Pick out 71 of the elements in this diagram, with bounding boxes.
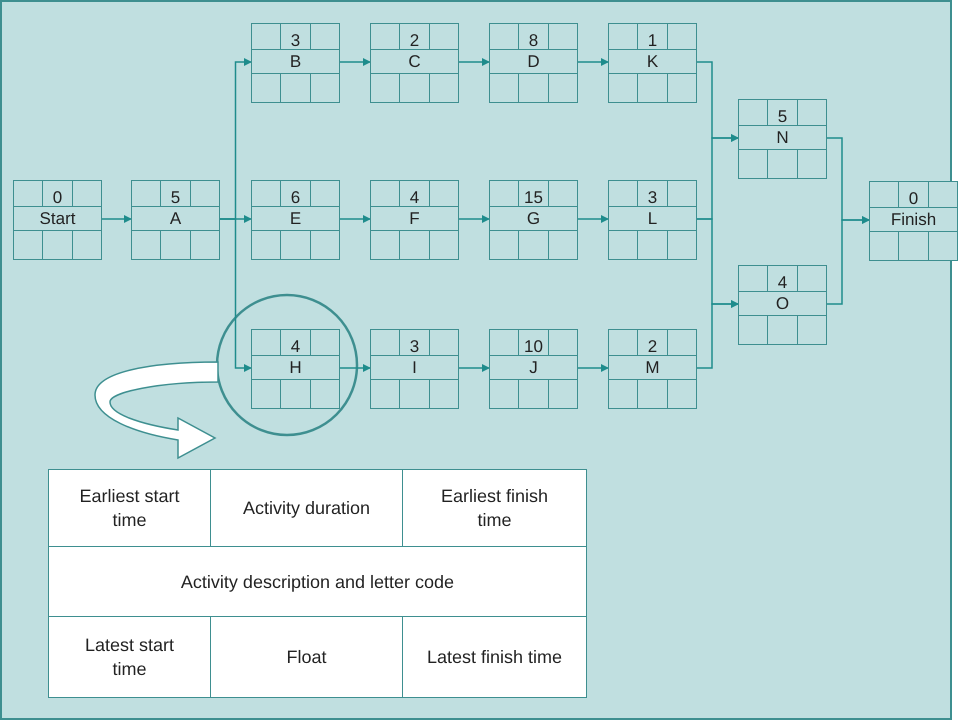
duration-text: 10	[524, 338, 543, 355]
activity-node	[370, 23, 459, 103]
arrow	[340, 215, 371, 223]
arrow	[459, 364, 490, 372]
duration-text: 4	[290, 338, 300, 355]
activity-node	[13, 180, 102, 260]
arrow	[102, 215, 132, 223]
activity-letter: C	[408, 53, 421, 70]
activity-letter: M	[645, 359, 660, 376]
key-text: Float	[285, 646, 328, 669]
activity-letter: N	[776, 129, 789, 146]
activity-letter: G	[526, 210, 540, 227]
arrow	[697, 300, 739, 369]
activity-letter: A	[170, 210, 182, 227]
duration-text: 4	[778, 274, 788, 291]
activity-node	[608, 23, 697, 103]
activity-letter: D	[527, 53, 540, 70]
duration-text: 2	[648, 338, 658, 355]
activity-letter: E	[290, 210, 302, 227]
activity-node	[251, 180, 340, 260]
arrow	[578, 58, 609, 66]
duration-text: 3	[648, 189, 658, 206]
arrow	[578, 364, 609, 372]
activity-letter: Start	[40, 210, 76, 227]
arrow	[340, 58, 371, 66]
activity-node	[608, 180, 697, 260]
key-text: Latest start time	[84, 634, 176, 681]
arrow	[459, 58, 490, 66]
activity-node	[251, 329, 340, 409]
duration-text: 1	[648, 32, 658, 49]
activity-letter: Finish	[890, 211, 936, 228]
duration-text: 3	[410, 338, 420, 355]
arrow	[220, 218, 252, 372]
activity-node	[489, 329, 578, 409]
key-text: Earliest start time	[78, 485, 181, 532]
activity-node	[489, 180, 578, 260]
activity-letter: O	[776, 295, 790, 312]
duration-text: 0	[908, 190, 918, 207]
duration-text: 4	[410, 189, 420, 206]
activity-letter: K	[646, 53, 658, 70]
activity-node	[738, 265, 827, 345]
activity-node	[370, 180, 459, 260]
arrow	[827, 216, 870, 305]
activity-node	[370, 329, 459, 409]
activity-node	[489, 23, 578, 103]
activity-node	[738, 99, 827, 179]
activity-letter: B	[290, 53, 302, 70]
activity-letter: J	[529, 359, 538, 376]
activity-node	[131, 180, 220, 260]
activity-letter: L	[648, 210, 658, 227]
activity-letter: F	[409, 210, 420, 227]
duration-text: 3	[290, 32, 300, 49]
duration-text: 5	[778, 108, 788, 125]
activity-letter: H	[289, 359, 302, 376]
arrow	[459, 215, 490, 223]
key-text: Earliest finish time	[440, 485, 550, 532]
duration-text: 5	[170, 189, 180, 206]
duration-text: 0	[52, 189, 62, 206]
key-text: Latest finish time	[426, 646, 564, 669]
activity-node	[251, 23, 340, 103]
duration-text: 8	[528, 32, 538, 49]
duration-text: 6	[290, 189, 300, 206]
arrow	[340, 364, 371, 372]
activity-node	[869, 181, 958, 261]
activity-letter: I	[412, 359, 417, 376]
duration-text: 2	[410, 32, 420, 49]
arrow	[578, 215, 609, 223]
activity-node	[608, 329, 697, 409]
duration-text: 15	[524, 189, 543, 206]
key-text: Activity description and letter code	[180, 570, 456, 594]
key-text: Activity duration	[242, 497, 372, 520]
